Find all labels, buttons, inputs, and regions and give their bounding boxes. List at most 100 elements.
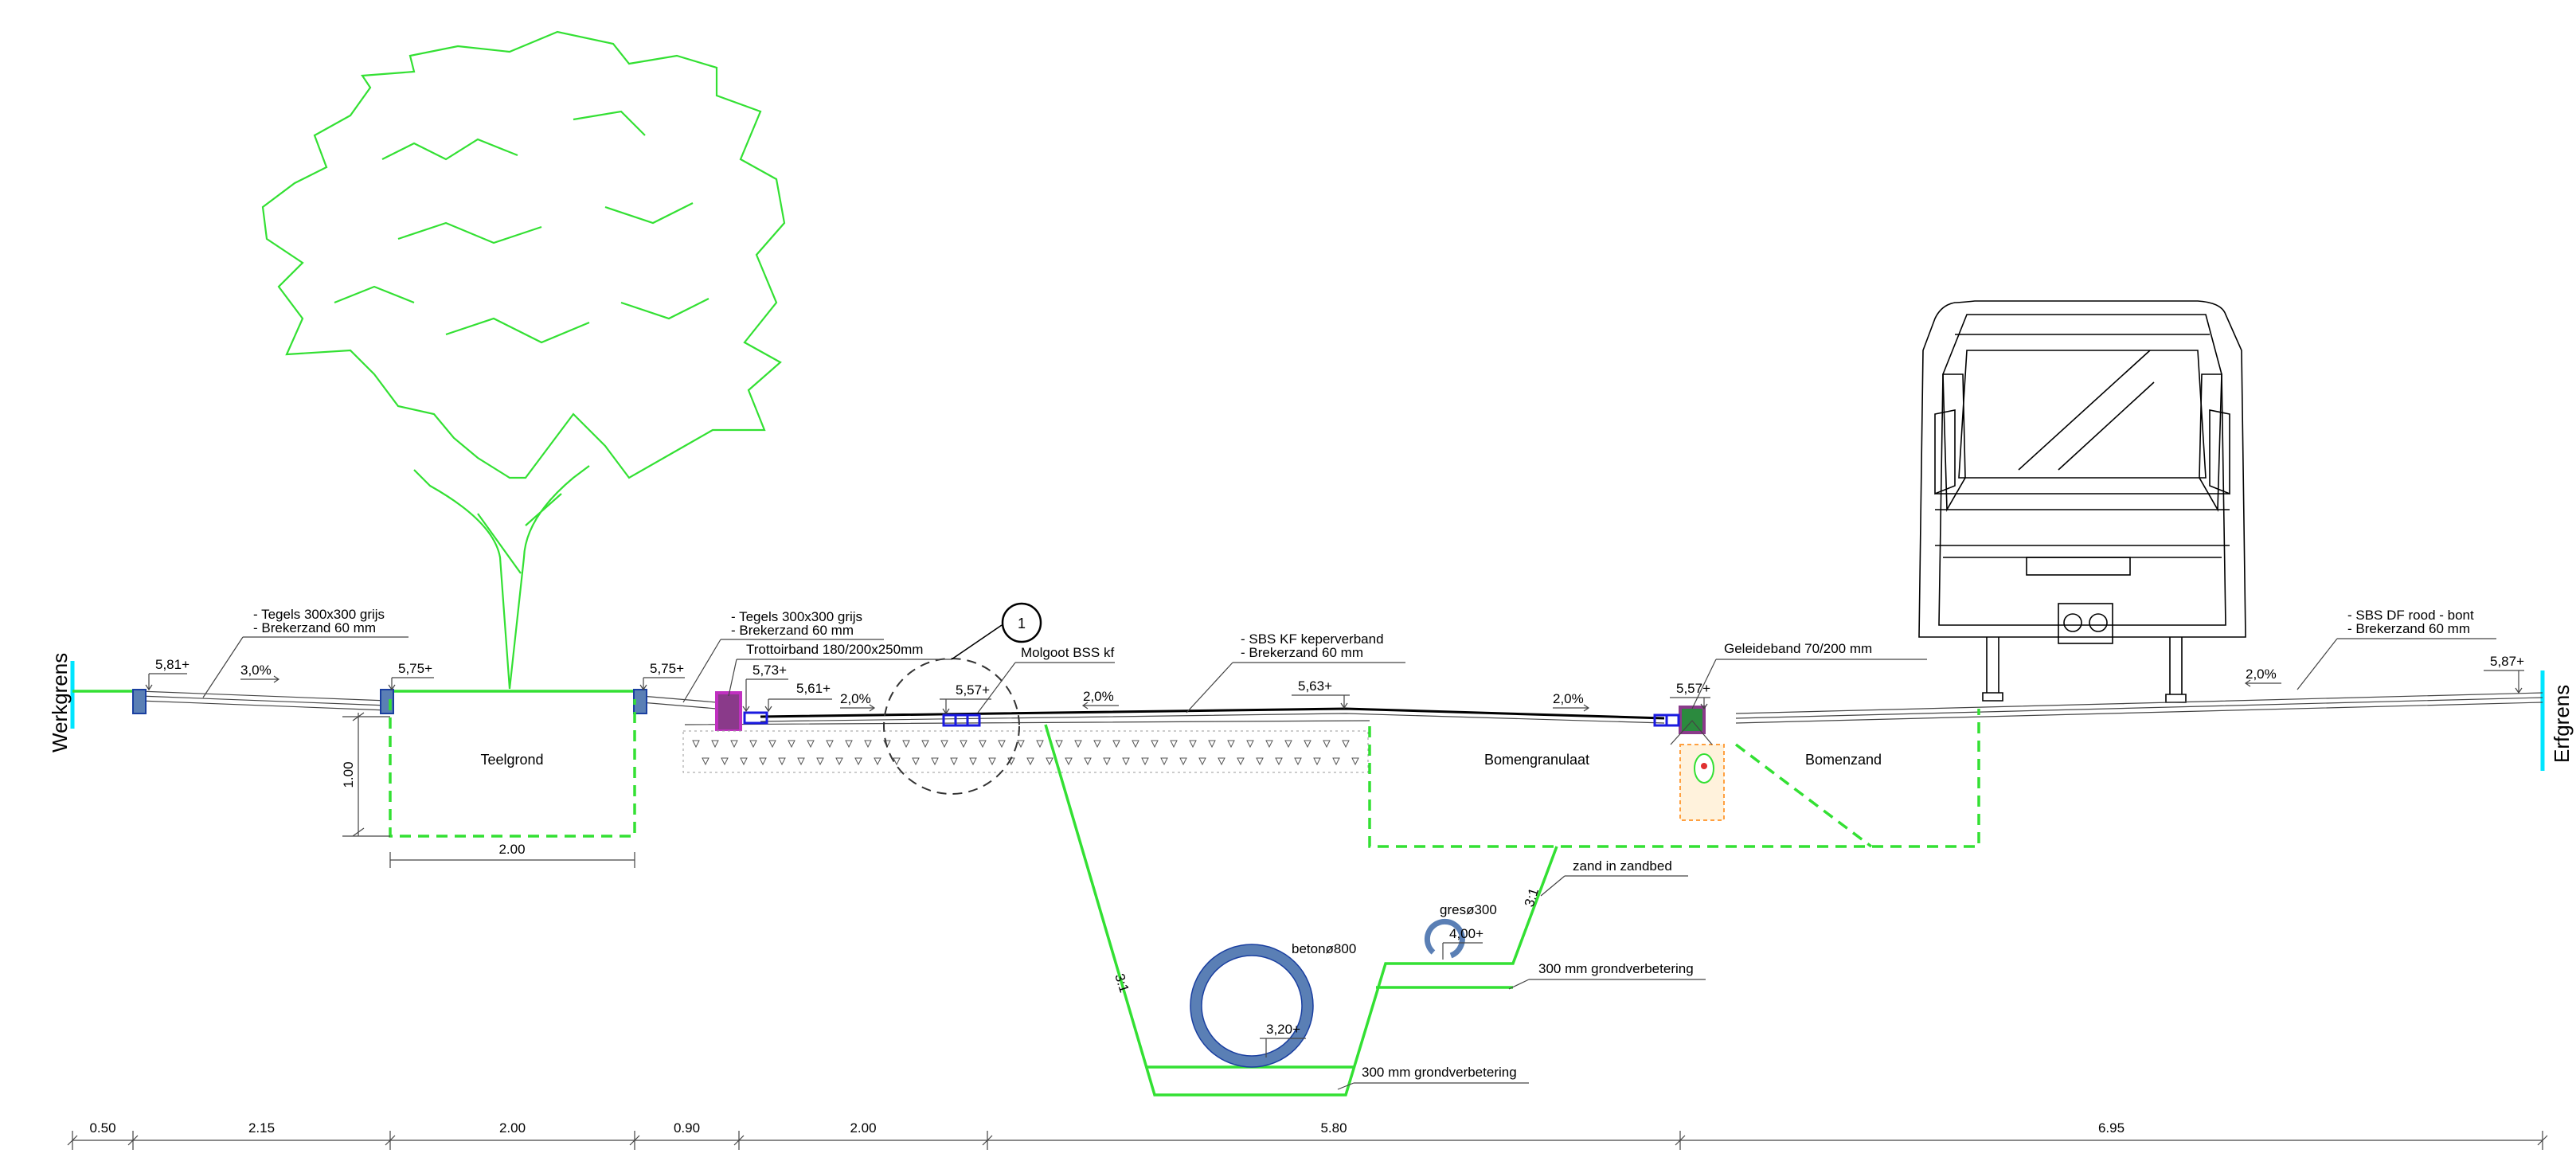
gravel-mark — [854, 757, 862, 766]
gravel-mark — [1189, 740, 1197, 749]
gravel-mark — [940, 740, 948, 749]
tiles-left-line-2: - Brekerzand 60 mm — [253, 620, 376, 635]
level-value: 5,73+ — [752, 663, 787, 678]
gravel-mark — [969, 757, 977, 766]
dimension-label: 2.00 — [850, 1120, 876, 1136]
gravel-mark — [1313, 757, 1321, 766]
gravel-mark — [1170, 740, 1178, 749]
level-markers: 5,81+ 5,75+ 5,75+ 5,73+ 5,61+ 5,57+ 5,63… — [145, 654, 2524, 715]
depth-dimension: 1.00 — [341, 712, 390, 837]
slope-marker: 2,0% — [840, 691, 876, 712]
right-note: - SBS DF rood - bont - Brekerzand 60 mm — [2297, 608, 2496, 690]
gravel-mark — [864, 740, 872, 749]
gravel-mark — [1323, 740, 1331, 749]
gravel-mark — [950, 757, 958, 766]
kerb-note: Trottoirband 180/200x250mm — [728, 642, 952, 697]
trench-slope-left: 3:1 — [1112, 971, 1132, 994]
dimension-label: 5.80 — [1320, 1120, 1347, 1136]
gravel-mark — [1284, 740, 1292, 749]
gravel-mark — [1026, 757, 1034, 766]
kerb-label: Trottoirband 180/200x250mm — [746, 642, 923, 657]
level-value: 5,87+ — [2490, 654, 2524, 669]
gravel-mark — [730, 740, 738, 749]
road-line-2: - Brekerzand 60 mm — [1241, 645, 1363, 660]
tiles-left-note: - Tegels 300x300 grijs - Brekerzand 60 m… — [202, 607, 408, 698]
right-line-2: - Brekerzand 60 mm — [2347, 621, 2470, 636]
level-marker: 5,75+ — [639, 661, 685, 691]
gravel-mark — [749, 740, 757, 749]
gravel-mark — [807, 740, 815, 749]
width-dimension: 2.00 — [389, 842, 635, 868]
gravel-mark — [912, 757, 920, 766]
pipe-labels: betonø800 3,20+ gresø300 4,00+ — [1260, 902, 1497, 1057]
level-marker: 5,63+ — [1292, 678, 1350, 710]
tiles-mid-line-2: - Brekerzand 60 mm — [731, 623, 854, 638]
tiles-mid-note: - Tegels 300x300 grijs - Brekerzand 60 m… — [682, 609, 884, 703]
tiles-mid-line-1: - Tegels 300x300 grijs — [731, 609, 862, 624]
gravel-mark — [998, 740, 1006, 749]
slope-marker: 3,0% — [240, 663, 280, 683]
guide-note: Geleideband 70/200 mm — [1691, 641, 1927, 710]
gravel-mark — [845, 740, 853, 749]
erfgrens-label: Erfgrens — [2550, 685, 2574, 763]
gravel-mark — [1275, 757, 1283, 766]
gravel-mark — [1093, 740, 1101, 749]
trench-slope-right: 3:1 — [1522, 886, 1542, 909]
trench-notes: zand in zandbed 300 mm grondverbetering … — [1337, 858, 1706, 1090]
slope-value: 2,0% — [2246, 667, 2277, 682]
gravel-mark — [1351, 757, 1359, 766]
gravel-mark — [1208, 740, 1216, 749]
slope-value: 2,0% — [840, 691, 871, 706]
gravel-mark — [692, 740, 700, 749]
dimension-label: 0.90 — [674, 1120, 700, 1136]
large-pipe-label: betonø800 — [1292, 941, 1356, 956]
gutter-label: Molgoot BSS kf — [1021, 645, 1114, 660]
gravel-mark — [740, 757, 748, 766]
level-marker: 5,73+ — [742, 663, 788, 713]
tree-icon — [261, 30, 786, 690]
gravel-mark — [960, 740, 967, 749]
width-value: 2.00 — [498, 842, 525, 857]
right-line-1: - SBS DF rood - bont — [2347, 608, 2474, 623]
gutter-units — [743, 711, 1680, 727]
dimension-tick — [1675, 1131, 1686, 1150]
dimension-tick — [733, 1131, 745, 1150]
level-value: 5,75+ — [398, 661, 432, 676]
tram-icon — [1918, 300, 2246, 703]
gravel-mark — [759, 757, 767, 766]
slope-marker: 2,0% — [2244, 667, 2281, 687]
gravel-mark — [1084, 757, 1092, 766]
gravel-mark — [1256, 757, 1264, 766]
gravel-mark — [1294, 757, 1302, 766]
gravel-mark — [1122, 757, 1130, 766]
planting-pocket — [1670, 720, 1725, 821]
gravel-mark — [1046, 757, 1053, 766]
gravel-mark — [988, 757, 996, 766]
gravel-mark — [778, 757, 786, 766]
detail-marker-text: 1 — [1018, 616, 1026, 631]
gravel-mark — [797, 757, 805, 766]
gravel-mark — [874, 757, 881, 766]
gravel-mark — [1036, 740, 1044, 749]
gravel-mark — [1246, 740, 1254, 749]
dimension-label: 2.15 — [248, 1120, 275, 1136]
level-marker: 5,75+ — [388, 661, 434, 691]
level-marker: 5,57+ — [1670, 681, 1710, 710]
dimension-label: 6.95 — [2098, 1120, 2125, 1136]
gravel-mark — [1074, 740, 1082, 749]
teelgrond-zone: Teelgrond — [389, 699, 636, 838]
gravel-mark — [1055, 740, 1063, 749]
slope-value: 3,0% — [240, 663, 272, 678]
improvement-upper-label: 300 mm grondverbetering — [1538, 961, 1694, 976]
gravel-mark — [1227, 740, 1235, 749]
dimension-tick — [982, 1131, 993, 1150]
gravel-mark — [768, 740, 776, 749]
gravel-mark — [893, 757, 901, 766]
gravel-mark — [1103, 757, 1111, 766]
dimension-tick — [629, 1131, 640, 1150]
pipe-icon — [1190, 918, 1465, 1068]
dimension-label: 0.50 — [89, 1120, 115, 1136]
gravel-mark — [1342, 740, 1350, 749]
gravel-mark — [979, 740, 987, 749]
